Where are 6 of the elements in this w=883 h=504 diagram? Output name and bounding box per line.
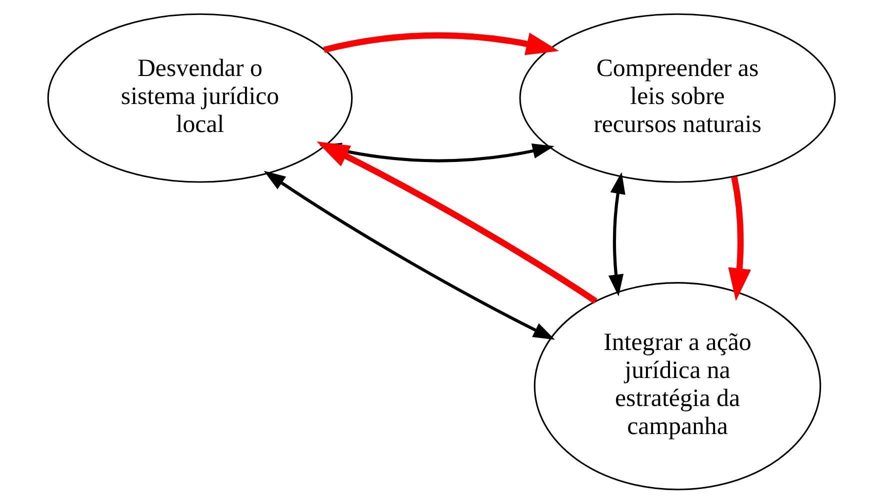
arrow [608, 172, 626, 296]
arrow [728, 176, 751, 302]
node-ellipse: Compreender as leis sobre recursos naturais [519, 13, 836, 183]
node-ellipse: Integrar a ação jurídica na estratégia da campanha [534, 282, 822, 490]
arrow [264, 170, 555, 340]
arrow [323, 32, 559, 56]
